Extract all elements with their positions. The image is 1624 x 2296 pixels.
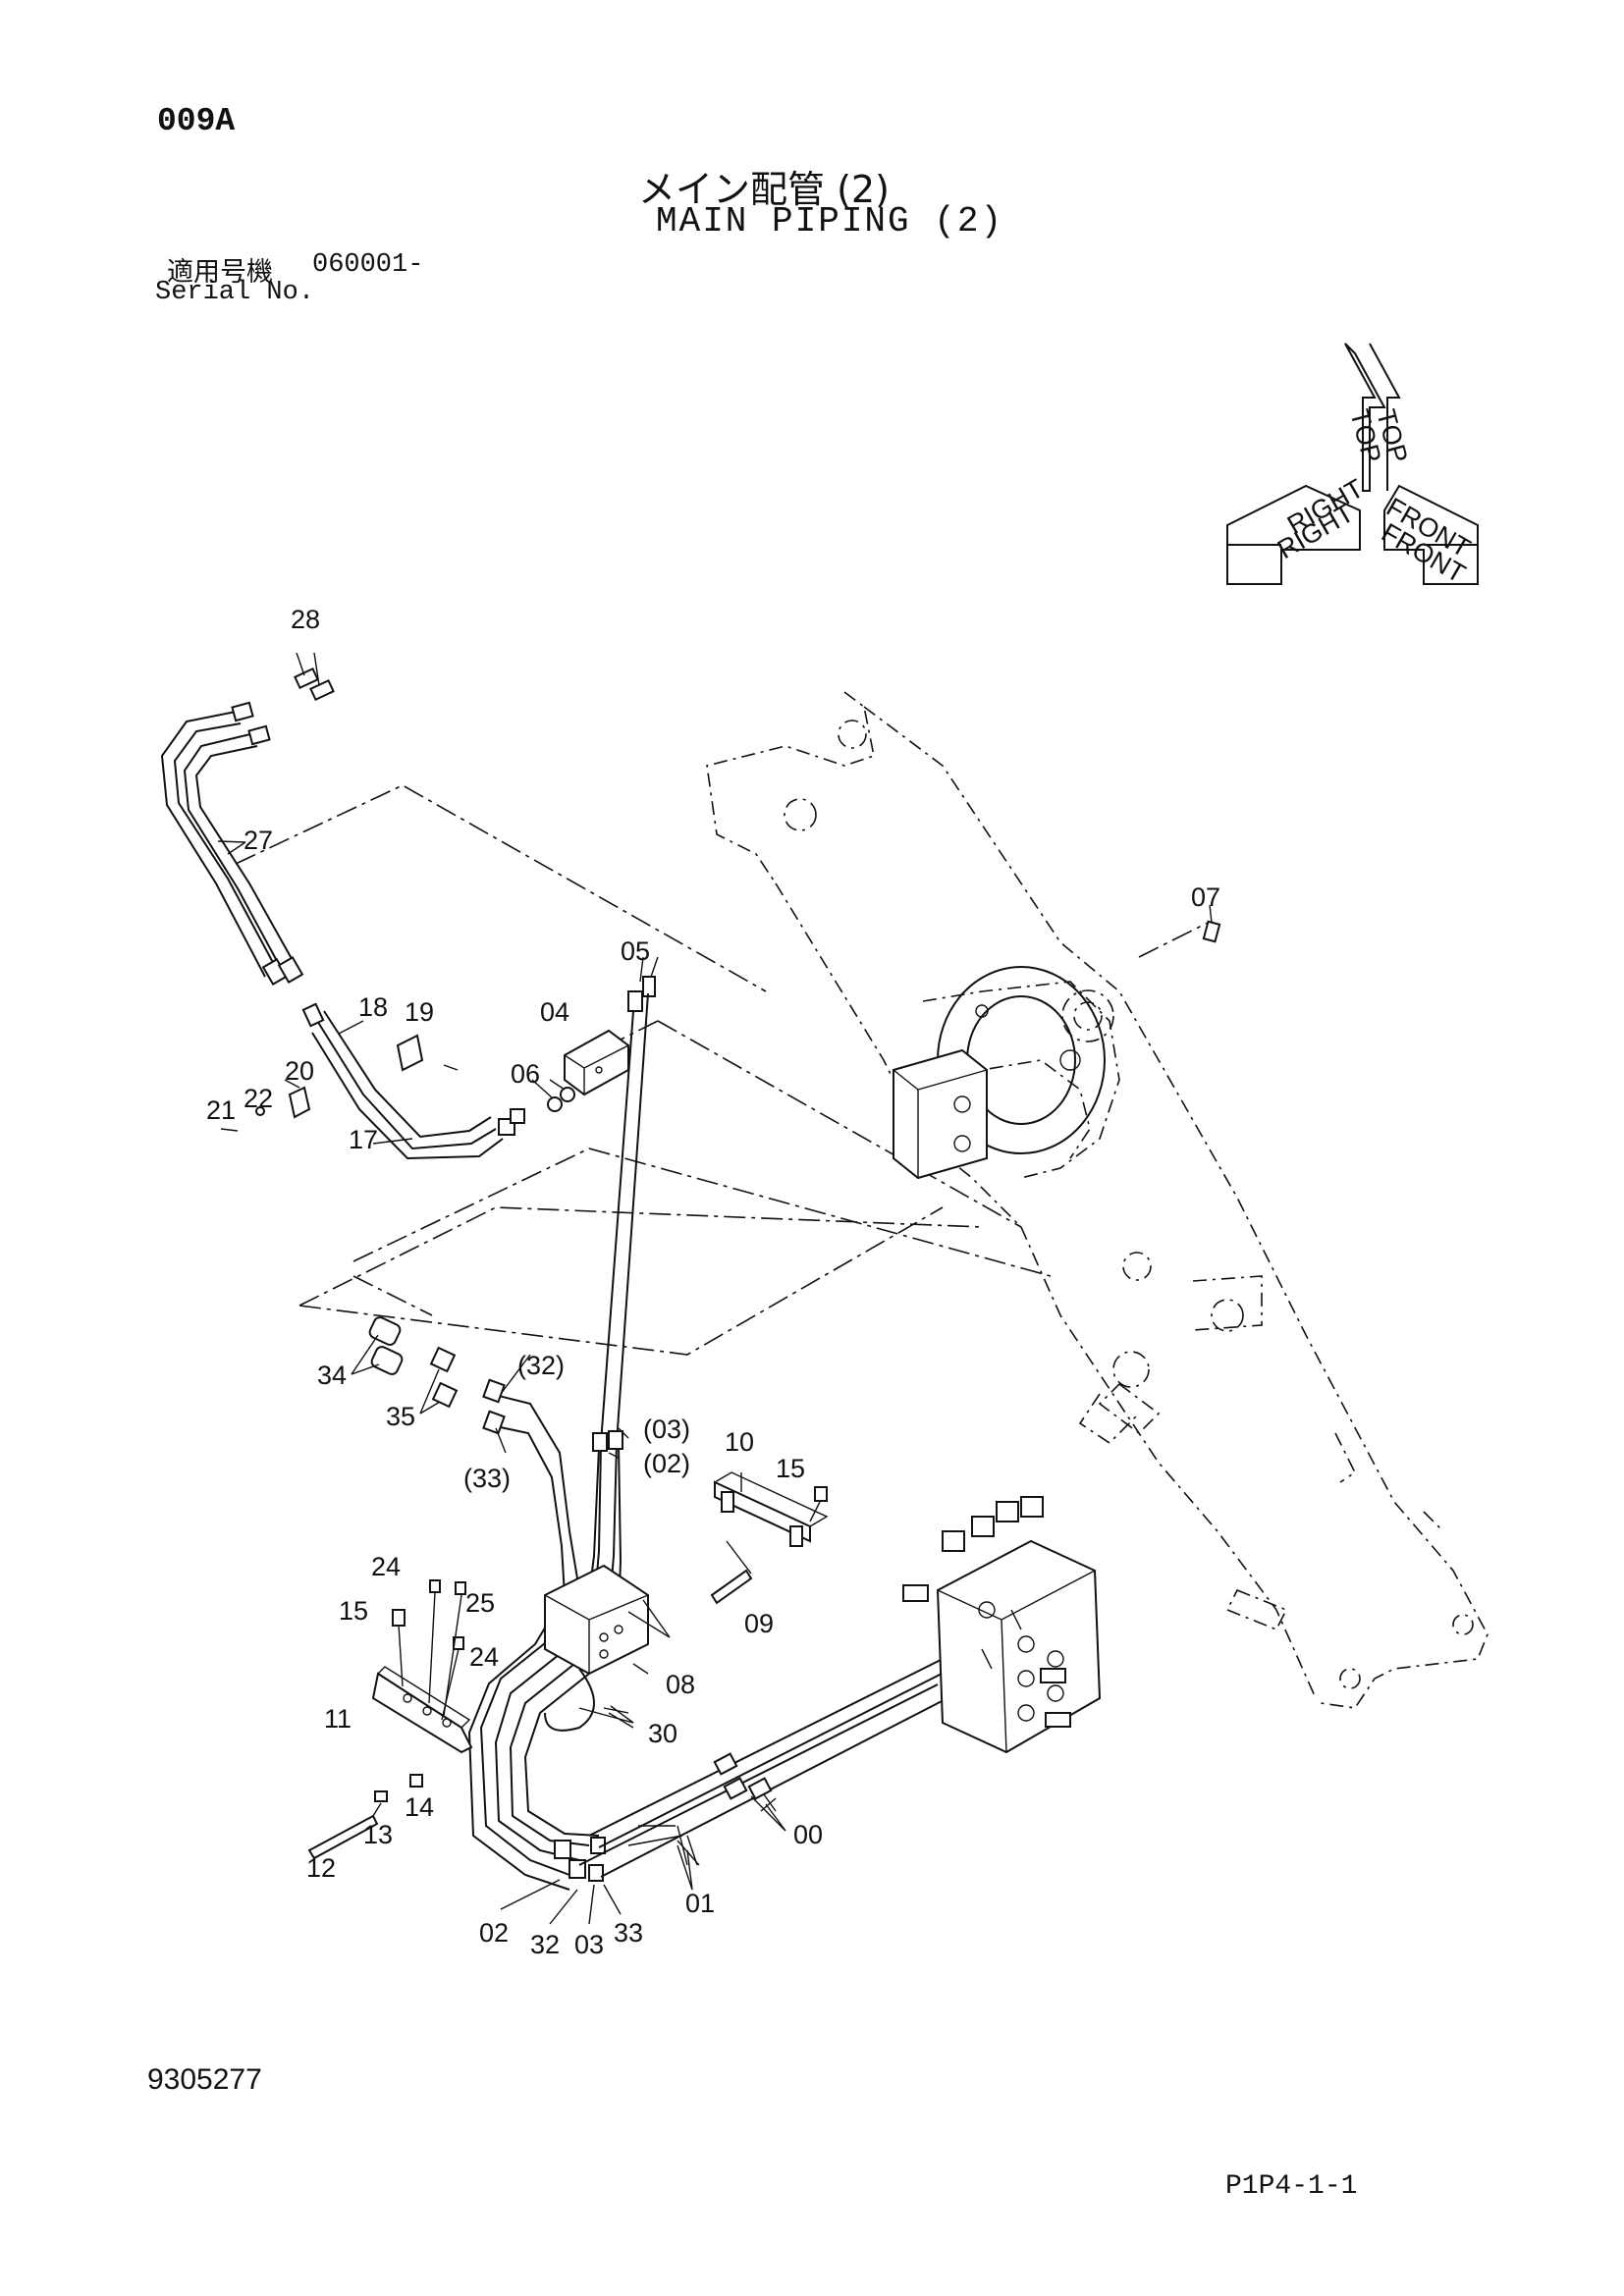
page-code: 009A bbox=[157, 103, 236, 139]
page-reference: P1P4-1-1 bbox=[1225, 2171, 1358, 2202]
main-hose-bundle bbox=[467, 1378, 649, 1891]
label-15-lower: 15 bbox=[339, 1596, 368, 1626]
label-02-ref: (02) bbox=[643, 1449, 690, 1478]
label-17: 17 bbox=[349, 1125, 378, 1154]
leader-lines bbox=[443, 1064, 786, 1925]
label-13: 13 bbox=[363, 1820, 393, 1849]
label-14: 14 bbox=[405, 1792, 434, 1822]
plate-11-assembly bbox=[307, 1579, 473, 1860]
label-09: 09 bbox=[744, 1609, 774, 1638]
page-title-japanese: メイン配管 (2) bbox=[638, 168, 890, 211]
label-00: 00 bbox=[793, 1820, 823, 1849]
fittings-34-35 bbox=[351, 1316, 459, 1415]
label-18: 18 bbox=[358, 992, 388, 1022]
label-11: 11 bbox=[324, 1704, 352, 1734]
label-08: 08 bbox=[666, 1670, 695, 1699]
label-07: 07 bbox=[1191, 882, 1220, 912]
label-20: 20 bbox=[285, 1056, 314, 1086]
serial-range: 060001- bbox=[312, 250, 424, 280]
valve-pipes bbox=[578, 1658, 948, 1878]
label-10: 10 bbox=[725, 1427, 754, 1457]
label-19: 19 bbox=[405, 997, 434, 1027]
label-32: 32 bbox=[530, 1930, 560, 1959]
label-04: 04 bbox=[540, 997, 569, 1027]
label-30: 30 bbox=[648, 1719, 677, 1748]
page-title-english: MAIN PIPING (2) bbox=[656, 201, 1004, 241]
label-01: 01 bbox=[685, 1889, 715, 1918]
label-05: 05 bbox=[621, 936, 650, 966]
label-33-ref: (33) bbox=[463, 1464, 511, 1493]
label-32-ref: (32) bbox=[517, 1351, 565, 1380]
label-15-upper: 15 bbox=[776, 1454, 805, 1483]
bolt-07 bbox=[1202, 904, 1221, 943]
steel-pipe-assembly bbox=[220, 1002, 525, 1160]
label-24-lower: 24 bbox=[469, 1642, 499, 1672]
label-35: 35 bbox=[386, 1402, 415, 1431]
serial-label-english: Serial No. bbox=[155, 278, 315, 307]
orientation-indicator: TOP TOP RIGHT RIGHT FRONT FRONT bbox=[1226, 343, 1479, 589]
label-28: 28 bbox=[291, 605, 320, 634]
label-03-ref: (03) bbox=[643, 1415, 690, 1444]
label-03: 03 bbox=[574, 1930, 604, 1959]
control-valve bbox=[902, 1496, 1102, 1754]
label-33: 33 bbox=[614, 1918, 643, 1948]
boom-pivot-casting bbox=[893, 966, 1106, 1180]
document-number: 9305277 bbox=[147, 2063, 262, 2096]
label-06: 06 bbox=[511, 1059, 540, 1089]
clamp-10-assembly bbox=[710, 1471, 829, 1605]
block-and-fittings bbox=[531, 956, 659, 1444]
label-25: 25 bbox=[465, 1588, 495, 1618]
label-22: 22 bbox=[244, 1084, 273, 1113]
phantom-routing-lines bbox=[235, 784, 1209, 1356]
label-27: 27 bbox=[244, 826, 273, 855]
boom-phantom-outline bbox=[706, 691, 1489, 1709]
part-labels: 28 27 18 19 20 21 22 17 05 04 06 07 34 3… bbox=[206, 605, 1220, 1959]
label-12: 12 bbox=[306, 1853, 336, 1883]
label-24-upper: 24 bbox=[371, 1552, 401, 1581]
upper-hoses bbox=[160, 652, 335, 987]
label-21: 21 bbox=[206, 1095, 236, 1125]
label-02: 02 bbox=[479, 1918, 509, 1948]
label-34: 34 bbox=[317, 1361, 347, 1390]
serial-label-japanese: 適用号機 bbox=[167, 257, 273, 288]
